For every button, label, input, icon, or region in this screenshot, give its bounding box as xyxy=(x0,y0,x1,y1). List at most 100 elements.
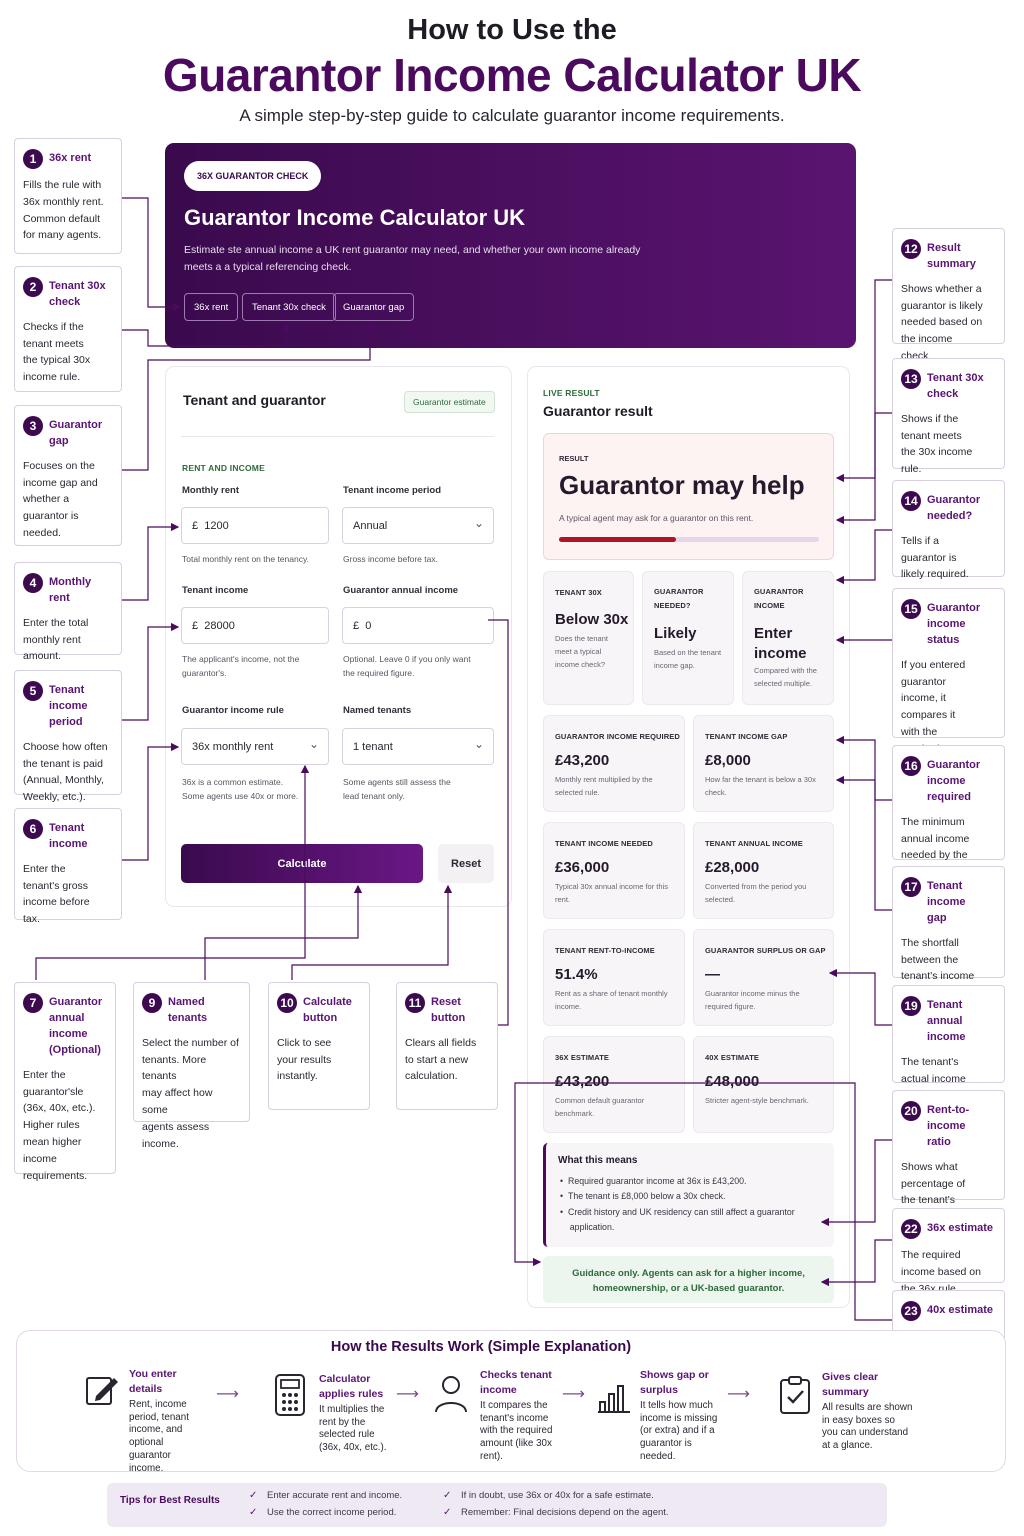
income-rule-label: Guarantor income rule xyxy=(182,705,284,716)
monthly-rent-input[interactable]: £ 1200 xyxy=(181,507,329,544)
card-label: 36X ESTIMATE xyxy=(555,1053,609,1062)
income-rule-help: 36x is a common estimate.Some agents use… xyxy=(182,775,298,804)
card-label-line: GUARANTOR xyxy=(754,587,804,596)
guarantor-income-value: 0 xyxy=(365,619,372,632)
pencil-icon xyxy=(86,1377,118,1405)
card-label: TENANT 30X xyxy=(555,588,602,597)
note-body-line: Weekly, etc.). xyxy=(23,791,86,804)
note-body-line: tenant's gross xyxy=(23,879,89,892)
calculate-button[interactable]: Calculate xyxy=(181,844,423,883)
tip-item: Enter accurate rent and income. xyxy=(267,1490,403,1501)
guarantor-income-input[interactable]: £ 0 xyxy=(342,607,494,644)
card-subtext-line: Typical 30x annual income for this xyxy=(555,882,668,891)
note-body-line: for many agents. xyxy=(23,229,102,242)
chip-36x-rent[interactable]: 36x rent xyxy=(184,293,239,321)
help-line: The applicant's income, not the xyxy=(182,654,300,664)
chip-tenant-30x-check[interactable]: Tenant 30x check xyxy=(242,293,336,321)
step-body-line: period, tenant xyxy=(129,1411,189,1423)
note-number-badge: 23 xyxy=(901,1301,921,1321)
clipboard-check-icon xyxy=(780,1376,810,1414)
step-body-line: selected rule xyxy=(319,1429,375,1441)
card-label: TENANT RENT-TO-INCOME xyxy=(555,946,655,955)
calculator-banner: 36X GUARANTOR CHECK Guarantor Income Cal… xyxy=(165,143,856,348)
how-results-title: How the Results Work (Simple Explanation… xyxy=(330,1339,632,1355)
note-body-line: Enter the xyxy=(23,862,66,875)
step-body-line: It multiplies the xyxy=(319,1404,385,1415)
note-body-line: If you entered xyxy=(901,658,966,671)
step-body-line: rent by the xyxy=(319,1416,366,1428)
reset-button[interactable]: Reset xyxy=(438,844,494,883)
note-number-badge: 14 xyxy=(901,491,921,511)
note-body-line: instantly. xyxy=(277,1070,318,1083)
note-body-line: income, it xyxy=(901,692,946,705)
note-title-line: gap xyxy=(927,911,947,924)
note-body-line: guarantor is xyxy=(23,510,79,523)
estimate-36x-card: 36X ESTIMATE £43,200 Common default guar… xyxy=(543,1036,685,1133)
card-subtext: Typical 30x annual income for this rent. xyxy=(555,880,668,906)
note-body-line: percentage of xyxy=(901,1177,966,1190)
note-title: Tenant income xyxy=(49,819,113,853)
tenant-income-input[interactable]: £ 28000 xyxy=(181,607,329,644)
note-body-line: tenant's income xyxy=(901,970,975,983)
income-rule-select[interactable]: 36x monthly rent⌄ xyxy=(181,728,329,765)
named-tenants-select[interactable]: 1 tenant⌄ xyxy=(342,728,494,765)
card-subtext-line: Converted from the period you xyxy=(705,882,807,891)
note-title-line: needed? xyxy=(927,509,973,522)
income-period-select[interactable]: Annual⌄ xyxy=(342,507,494,544)
rent-to-income-card: TENANT RENT-TO-INCOME 51.4% Rent as a sh… xyxy=(543,929,685,1026)
note-title-line: button xyxy=(303,1011,338,1024)
tenant-income-label: Tenant income xyxy=(182,585,249,596)
step-title-line: applies rules xyxy=(319,1387,384,1400)
chip-guarantor-gap[interactable]: Guarantor gap xyxy=(333,293,415,321)
card-subtext-line: selected rule. xyxy=(555,788,600,798)
note-body-line: needed based on xyxy=(901,316,983,329)
result-progress-track xyxy=(559,537,819,542)
what-this-means-box: What this means • Required guarantor inc… xyxy=(543,1143,834,1247)
note-title-line: period xyxy=(49,715,83,728)
note-title-line: Guarantor xyxy=(49,996,103,1008)
guarantor-surplus-card: GUARANTOR SURPLUS OR GAP — Guarantor inc… xyxy=(693,929,834,1026)
note-body-line: tax. xyxy=(23,913,40,926)
tips-label: Tips for Best Results xyxy=(120,1495,220,1506)
note-number-badge: 12 xyxy=(901,239,921,259)
note-number-badge: 6 xyxy=(23,819,43,839)
note-title-line: 40x estimate xyxy=(927,1304,994,1316)
card-subtext-line: income gap. xyxy=(654,661,695,671)
card-label-line: NEEDED? xyxy=(654,601,691,611)
step-title-line: summary xyxy=(822,1385,869,1398)
note-body-line: the tenant's xyxy=(901,1194,955,1207)
card-subtext-line: rent. xyxy=(555,895,571,905)
note-title: 40x estimate xyxy=(927,1301,993,1319)
arrow-right-icon: ⟶ xyxy=(727,1386,750,1403)
step-body-line: It compares the xyxy=(480,1400,548,1411)
card-value: Enter income xyxy=(754,625,807,662)
step-body-line: income. xyxy=(129,1462,164,1474)
note-body-line: Checks if the xyxy=(23,320,84,333)
note-title-line: Guarantor xyxy=(927,494,981,506)
tips-bar: Tips for Best Results ✓ Enter accurate r… xyxy=(107,1483,887,1527)
card-subtext-line: selected. xyxy=(705,895,736,905)
note-body-line: income xyxy=(23,1152,57,1165)
note-header: 14 Guarantor needed? xyxy=(901,491,996,525)
card-label: TENANT INCOME GAP xyxy=(705,732,788,741)
income-period-value: Annual xyxy=(353,519,388,532)
monthly-rent-help: Total monthly rent on the tenancy. xyxy=(182,554,309,564)
note-title-line: Reset button xyxy=(431,996,466,1024)
card-value: £48,000 xyxy=(705,1073,760,1090)
